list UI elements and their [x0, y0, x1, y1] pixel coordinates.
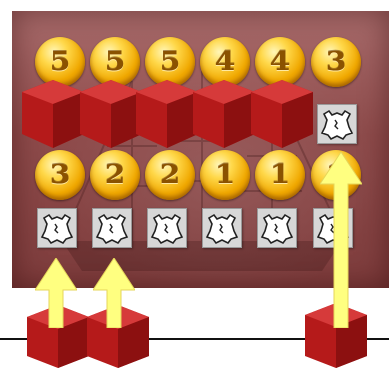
coin-value: 3 [50, 160, 71, 190]
red-cube-icon[interactable] [193, 80, 255, 148]
coin-value: 3 [326, 47, 347, 77]
red-cube-icon[interactable] [80, 80, 142, 148]
coin-value: 4 [215, 47, 236, 77]
coin-value: 4 [270, 47, 291, 77]
up-arrow-icon [320, 152, 362, 328]
fur-pelt-icon[interactable] [37, 208, 77, 248]
coin-bottom-3: 2 [145, 150, 195, 200]
fur-pelt-icon[interactable] [257, 208, 297, 248]
coin-bottom-2: 2 [90, 150, 140, 200]
fur-pelt-icon[interactable] [317, 104, 357, 144]
coin-value: 5 [50, 47, 71, 77]
coin-bottom-5: 1 [255, 150, 305, 200]
coin-value: 2 [160, 160, 181, 190]
coin-value: 1 [270, 160, 291, 190]
coin-value: 5 [160, 47, 181, 77]
fur-pelt-icon[interactable] [92, 208, 132, 248]
coin-bottom-1: 3 [35, 150, 85, 200]
up-arrow-icon [35, 258, 77, 328]
coin-value: 5 [105, 47, 126, 77]
red-cube-icon[interactable] [136, 80, 198, 148]
coin-bottom-4: 1 [200, 150, 250, 200]
coin-value: 1 [215, 160, 236, 190]
fur-pelt-icon[interactable] [202, 208, 242, 248]
coin-value: 2 [105, 160, 126, 190]
red-cube-icon[interactable] [251, 80, 313, 148]
coin-top-6: 3 [311, 37, 361, 87]
fur-pelt-icon[interactable] [147, 208, 187, 248]
red-cube-icon[interactable] [22, 80, 84, 148]
up-arrow-icon [93, 258, 135, 328]
